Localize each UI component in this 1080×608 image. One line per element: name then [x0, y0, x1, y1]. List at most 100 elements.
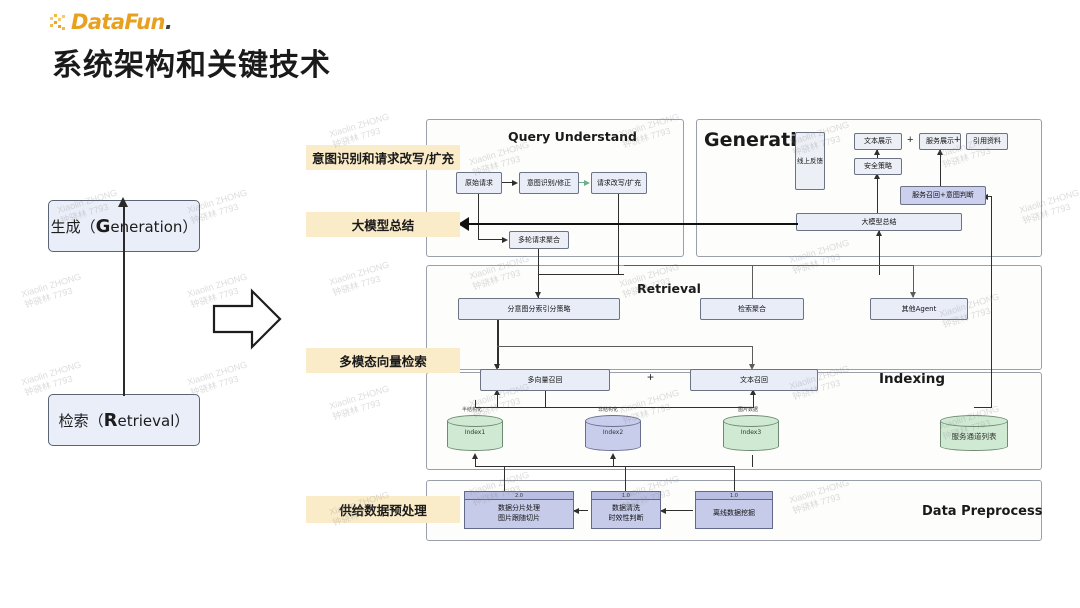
edge-rail-to-textrecall-arrow — [749, 364, 755, 370]
edge-textrecall-down — [753, 391, 755, 408]
node-service-display[interactable]: 服务展示 — [919, 133, 961, 150]
brand-logo: DataFun. — [50, 10, 173, 34]
node-data-cleaning-version: 1.0 — [592, 492, 660, 500]
generation-label-initial: G — [95, 215, 111, 237]
stage-label-data-preprocess: 供给数据预处理 — [306, 496, 460, 523]
panel-title-query-understand: Query Understand — [508, 129, 638, 144]
edge-textrecall-up-arrow — [750, 389, 756, 395]
plus-sign-3: + — [647, 370, 655, 384]
node-text-recall[interactable]: 文本召回 — [690, 369, 818, 391]
node-citation-material[interactable]: 引用资料 — [966, 133, 1008, 150]
node-offline-data-mining-line1: 离线数据挖掘 — [713, 508, 755, 517]
panel-title-generation: Generation — [704, 129, 824, 151]
edge-original-down — [478, 194, 480, 240]
store-index2-caption: 非结构化 — [598, 407, 619, 413]
stage-label-multimodal-vector-retrieval: 多模态向量检索 — [306, 348, 460, 373]
node-service-recall-intent[interactable]: 服务召回+意图判断 — [900, 186, 986, 205]
page-title: 系统架构和关键技术 — [52, 48, 331, 83]
edge-mining-to-cleaning — [661, 510, 693, 512]
right-pointing-block-arrow-icon — [212, 288, 282, 350]
retrieval-label-rest: etrieval） — [117, 411, 190, 430]
retrieval-label-cn: 检索（ — [58, 411, 104, 430]
node-multi-vector-recall[interactable]: 多向量召回 — [480, 369, 610, 391]
edge-cleaning-up — [625, 466, 627, 491]
edge-service-channel-rail-vertical — [991, 196, 993, 408]
brand-name: DataFun — [71, 10, 165, 34]
retrieval-to-generation-line — [123, 204, 125, 396]
store-index1[interactable]: Index1 — [447, 415, 503, 455]
edge-preprocess-rail — [475, 466, 735, 468]
edge-original-to-intent — [502, 182, 513, 184]
store-index3-label: Index3 — [740, 429, 762, 436]
edge-mining-up — [734, 466, 736, 491]
edge-retrieval-to-llm-summary-arrow — [876, 230, 882, 236]
dotted-squares-logo — [50, 13, 70, 31]
node-intent-recognition[interactable]: 意图识别/修正 — [519, 172, 579, 194]
brand-wordmark: DataFun. — [71, 10, 173, 34]
edge-rail-to-other-agent — [913, 265, 915, 297]
edge-recall-to-service-display-arrow — [937, 149, 943, 155]
node-intent-index-strategy[interactable]: 分意图分索引分策略 — [458, 298, 620, 320]
node-llm-summary[interactable]: 大模型总结 — [796, 213, 962, 231]
generation-label-rest: eneration） — [110, 217, 198, 236]
edge-rail-to-fenyitu — [538, 274, 540, 298]
edge-rail-to-store3 — [752, 455, 754, 467]
node-query-rewrite[interactable]: 请求改写/扩充 — [591, 172, 647, 194]
edge-intent-to-rewrite — [579, 182, 585, 184]
store-service-channel-list[interactable]: 服务通道列表 — [940, 415, 1008, 455]
store-service-channel-list-label: 服务通道列表 — [951, 432, 997, 441]
edge-rail-to-textrecall — [752, 346, 754, 368]
edge-generation-to-llm-summary-arrowhead — [458, 217, 469, 231]
edge-llm-to-safety — [877, 175, 879, 213]
node-data-sharding-line1: 数据分片处理 — [498, 504, 540, 513]
edge-store-rail-left-up — [475, 400, 477, 408]
store-index2-label: Index2 — [602, 429, 624, 436]
stage-label-llm-summary: 大模型总结 — [306, 212, 460, 237]
edge-aggregation-up — [752, 265, 754, 298]
generation-label-cn: 生成（ — [50, 217, 96, 236]
edge-fenyitu-down — [497, 320, 499, 368]
edge-llm-to-safety-arrow — [874, 173, 880, 179]
edge-store4-to-rail — [974, 407, 992, 409]
retrieval-label-initial: R — [103, 409, 118, 431]
edge-intent-to-rewrite-arrow — [584, 179, 590, 186]
edge-rail-to-fenyitu-arrow — [534, 292, 541, 298]
node-original-request[interactable]: 原始请求 — [456, 172, 502, 194]
plus-sign-1: + — [907, 134, 914, 146]
edge-fenyitu-to-textrecall-rail — [497, 346, 753, 348]
node-retrieval-aggregation[interactable]: 检索聚合 — [700, 298, 804, 320]
node-data-cleaning[interactable]: 1.0 数据清洗 时效性判断 — [591, 491, 661, 529]
node-other-agent[interactable]: 其他Agent — [870, 298, 968, 320]
node-offline-data-mining[interactable]: 1.0 离线数据挖掘 — [695, 491, 773, 529]
edge-cleaning-to-sharding — [574, 510, 588, 512]
store-index2[interactable]: Index2 — [585, 415, 641, 455]
edge-rail-to-store2-arrow — [610, 453, 616, 459]
node-multi-turn-aggregation[interactable]: 多轮请求聚合 — [509, 231, 569, 249]
edge-store-rail — [475, 407, 754, 409]
node-data-cleaning-line1: 数据清洗 — [612, 504, 640, 513]
store-index3-caption: 图片数据 — [738, 407, 759, 413]
store-index1-caption: 半结构化 — [462, 407, 483, 413]
edge-cleaning-to-sharding-arrow — [573, 507, 579, 514]
edge-rail-to-store2 — [613, 455, 615, 467]
node-offline-data-mining-version: 1.0 — [696, 492, 772, 500]
node-safety-policy[interactable]: 安全策略 — [854, 158, 902, 175]
store-index3[interactable]: Index3 — [723, 415, 779, 455]
edge-multiturn-right — [538, 274, 624, 276]
edge-retrieval-to-llm-summary — [879, 231, 881, 275]
edge-multivector-up-arrow — [494, 389, 500, 395]
edge-generation-to-llm-summary-label — [468, 223, 798, 226]
node-data-sharding-version: 2.0 — [465, 492, 573, 500]
node-online-feedback[interactable]: 线上反馈 — [795, 132, 825, 190]
panel-title-indexing: Indexing — [879, 371, 946, 387]
edge-mining-to-cleaning-arrow — [660, 507, 666, 514]
node-data-sharding[interactable]: 2.0 数据分片处理 图片跟随切片 — [464, 491, 574, 529]
edge-multivector-down — [497, 391, 499, 407]
node-text-display[interactable]: 文本展示 — [854, 133, 902, 150]
edge-safety-to-text-arrow — [874, 149, 880, 155]
brand-dot: . — [164, 10, 173, 34]
panel-title-data-preprocess: Data Preprocess — [922, 504, 1043, 519]
